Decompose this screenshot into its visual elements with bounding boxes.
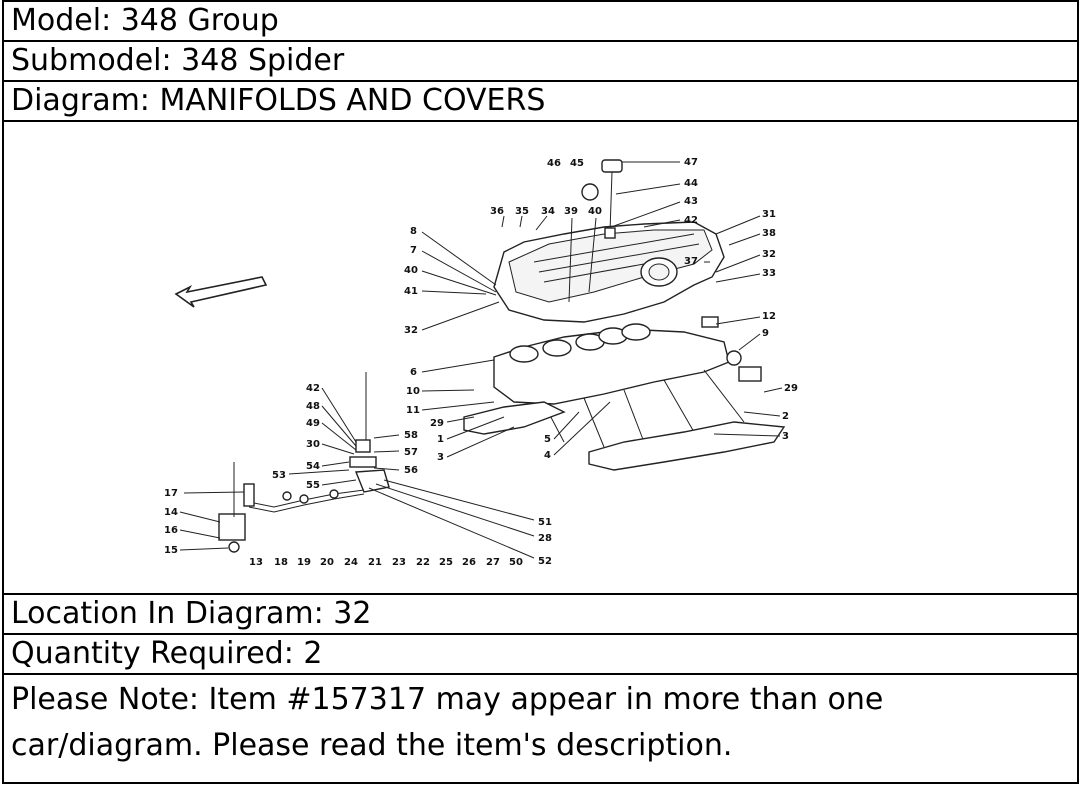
callout-18: 18 xyxy=(274,557,288,568)
callout-41: 41 xyxy=(404,286,418,297)
callout-26: 26 xyxy=(462,557,476,568)
exploded-parts-diagram: 46 45 47 44 43 42 31 38 37 32 33 36 35 3… xyxy=(164,157,798,568)
callout-54: 54 xyxy=(306,461,320,472)
callout-20: 20 xyxy=(320,557,334,568)
callout-17: 17 xyxy=(164,488,178,499)
callout-40a: 40 xyxy=(588,206,602,217)
callout-29a: 29 xyxy=(784,383,798,394)
quantity-row: Quantity Required: 2 xyxy=(2,633,1079,675)
intake-manifold xyxy=(463,316,786,471)
callout-13: 13 xyxy=(249,557,263,568)
callout-56: 56 xyxy=(404,465,418,476)
callout-9: 9 xyxy=(762,328,769,339)
callout-55: 55 xyxy=(306,480,320,491)
callout-57: 57 xyxy=(404,447,418,458)
callout-46: 46 xyxy=(547,158,561,169)
callout-3a: 3 xyxy=(782,431,789,442)
callout-15: 15 xyxy=(164,545,178,556)
callout-43: 43 xyxy=(684,196,698,207)
callout-36: 36 xyxy=(490,206,504,217)
callout-21: 21 xyxy=(368,557,382,568)
fuel-line-assembly xyxy=(218,439,390,553)
callout-30: 30 xyxy=(306,439,320,450)
callout-53: 53 xyxy=(272,470,286,481)
model-row: Model: 348 Group xyxy=(2,0,1079,42)
callout-50: 50 xyxy=(509,557,523,568)
callout-25: 25 xyxy=(439,557,453,568)
callout-52: 52 xyxy=(538,556,552,567)
diagram-title-row: Diagram: MANIFOLDS AND COVERS xyxy=(2,80,1079,122)
callout-labels: 46 45 47 44 43 42 31 38 37 32 33 36 35 3… xyxy=(164,157,798,568)
callout-38: 38 xyxy=(762,228,776,239)
callout-5: 5 xyxy=(544,434,551,445)
oil-filler-cap xyxy=(581,159,623,239)
submodel-row: Submodel: 348 Spider xyxy=(2,40,1079,82)
callout-51: 51 xyxy=(538,517,552,528)
callout-33: 33 xyxy=(762,268,776,279)
callout-6: 6 xyxy=(410,367,417,378)
callout-2: 2 xyxy=(782,411,789,422)
callout-7: 7 xyxy=(410,245,417,256)
callout-45: 45 xyxy=(570,158,584,169)
callout-16: 16 xyxy=(164,525,178,536)
callout-19: 19 xyxy=(297,557,311,568)
upper-manifold-cover xyxy=(493,221,725,323)
callout-48: 48 xyxy=(306,401,320,412)
callout-22: 22 xyxy=(416,557,430,568)
callout-32b: 32 xyxy=(404,325,418,336)
callout-3b: 3 xyxy=(437,452,444,463)
leader-lines xyxy=(179,161,783,559)
callout-1: 1 xyxy=(437,434,444,445)
callout-58: 58 xyxy=(404,430,418,441)
callout-42b: 42 xyxy=(306,383,320,394)
callout-49: 49 xyxy=(306,418,320,429)
callout-29b: 29 xyxy=(430,418,444,429)
callout-31: 31 xyxy=(762,209,776,220)
callout-44: 44 xyxy=(684,178,698,189)
callout-37: 37 xyxy=(684,256,698,267)
callout-27: 27 xyxy=(486,557,500,568)
callout-10: 10 xyxy=(406,386,420,397)
callout-28: 28 xyxy=(538,533,552,544)
callout-35: 35 xyxy=(515,206,529,217)
callout-34: 34 xyxy=(541,206,555,217)
callout-32a: 32 xyxy=(762,249,776,260)
diagram-image-panel: 46 45 47 44 43 42 31 38 37 32 33 36 35 3… xyxy=(2,120,1079,595)
callout-40b: 40 xyxy=(404,265,418,276)
callout-12: 12 xyxy=(762,311,776,322)
callout-39: 39 xyxy=(564,206,578,217)
callout-42: 42 xyxy=(684,215,698,226)
location-row: Location In Diagram: 32 xyxy=(2,593,1079,635)
callout-23: 23 xyxy=(392,557,406,568)
callout-11: 11 xyxy=(406,405,420,416)
callout-14: 14 xyxy=(164,507,178,518)
note-row: Please Note: Item #157317 may appear in … xyxy=(2,673,1079,784)
callout-24: 24 xyxy=(344,557,358,568)
direction-arrow-icon xyxy=(174,276,268,308)
callout-47: 47 xyxy=(684,157,698,168)
callout-8: 8 xyxy=(410,226,417,237)
callout-4: 4 xyxy=(544,450,551,461)
